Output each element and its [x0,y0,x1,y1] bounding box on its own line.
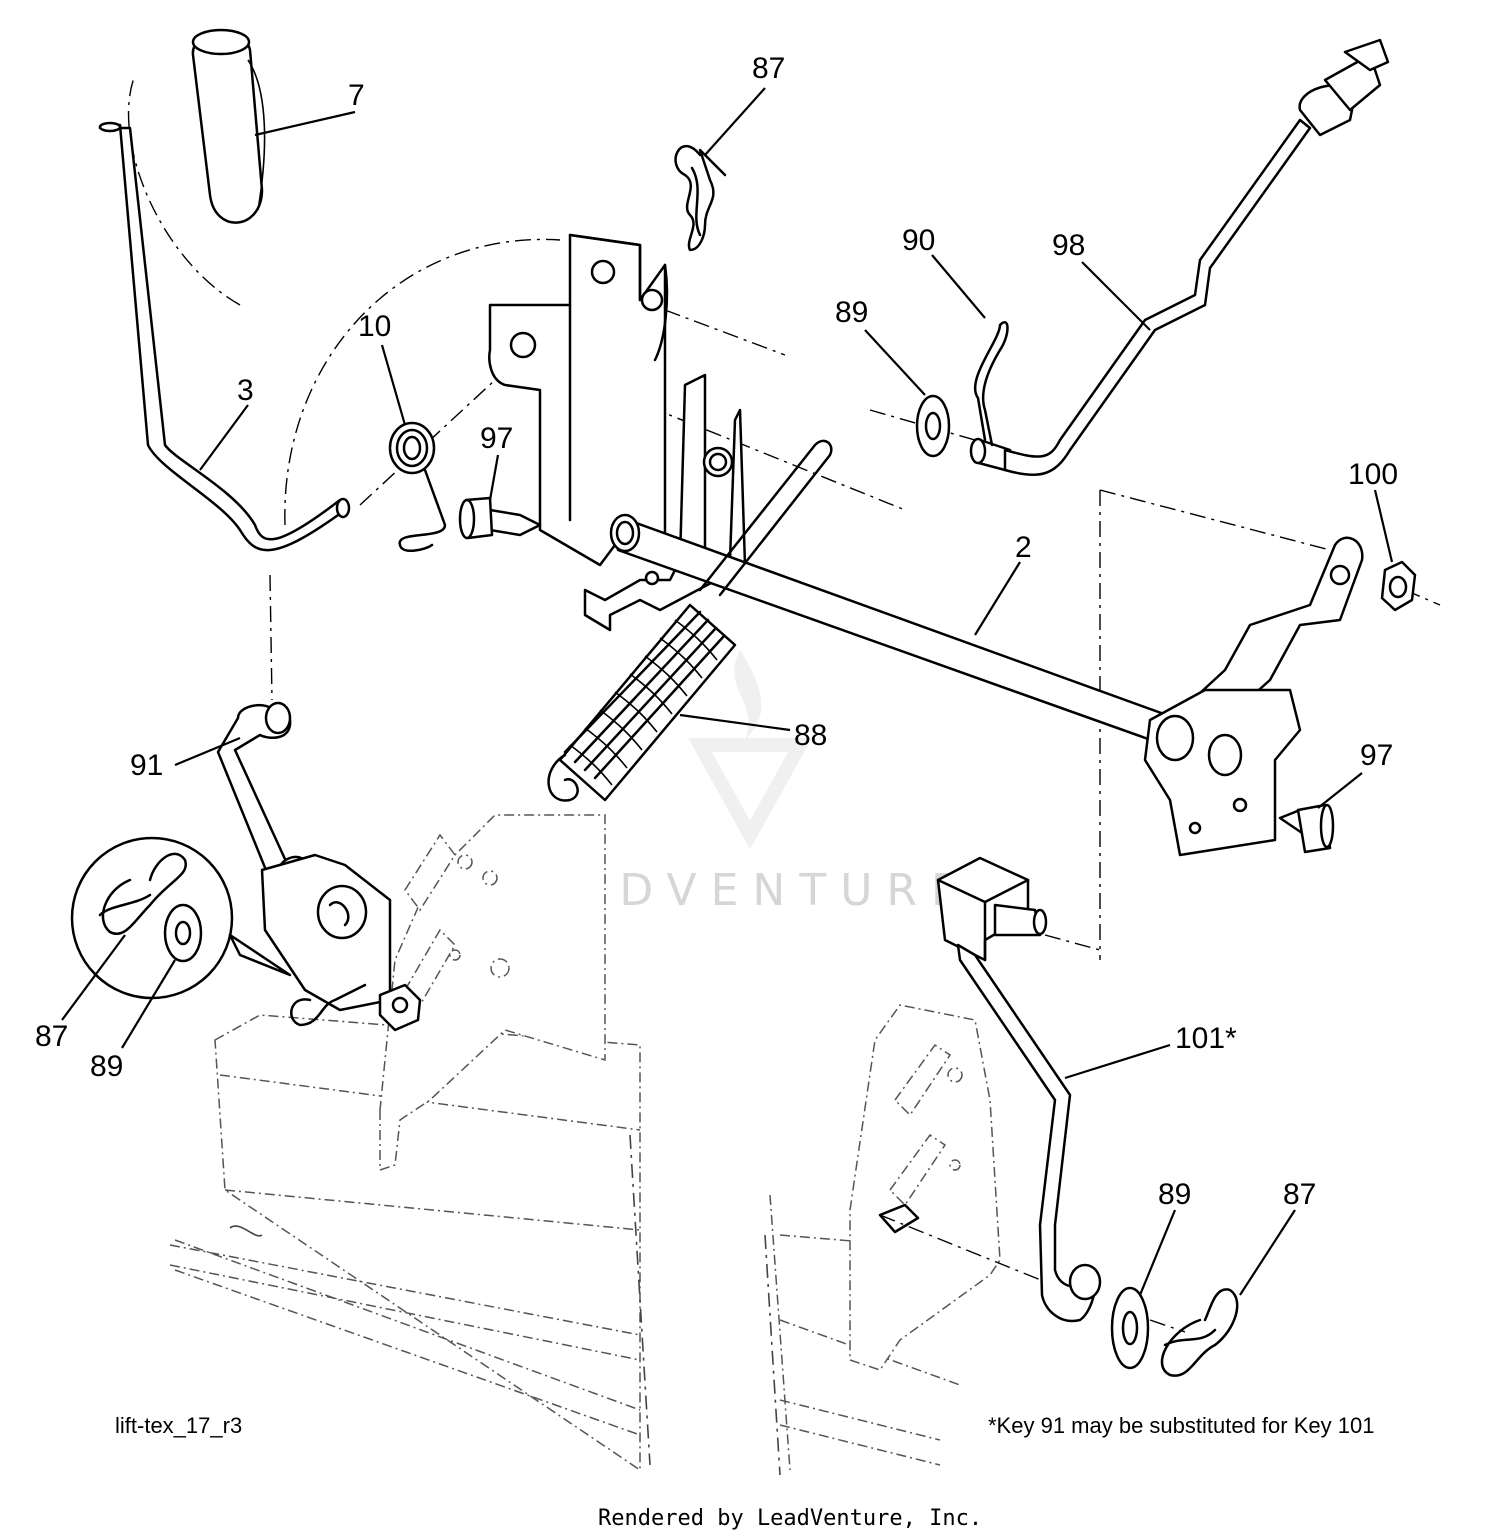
lift-link-right [936,856,1102,1323]
callout-89-a: 89 [835,296,868,329]
callout-100: 100 [1348,458,1398,491]
torsion-spring [388,421,447,552]
callout-3: 3 [237,374,254,407]
callout-10: 10 [358,310,391,343]
leader-lines [61,87,1394,1296]
diagram-code: lift-tex_17_r3 [115,1413,242,1438]
callout-89-c: 89 [1158,1178,1191,1211]
callout-101: 101* [1175,1022,1237,1055]
deck-pin-right [878,1203,920,1234]
hair-pin-clip-87-lower [1160,1288,1239,1377]
detail-inset [70,836,292,1000]
nut-100 [1380,560,1417,612]
callout-98: 98 [1052,229,1085,262]
lift-link-left [216,701,422,1032]
footer-credit: Rendered by LeadVenture, Inc. [598,1506,982,1531]
lift-handle-rod [98,121,351,552]
callout-97-b: 97 [1360,739,1393,772]
watermark-logo [688,650,812,850]
bolt-upper [458,496,542,540]
callout-91: 91 [130,749,163,782]
hair-pin-clip-87-upper [674,145,727,252]
deck-ghost-right [764,1004,1001,1476]
deck-ghost-left [169,1014,651,1472]
substitution-note: *Key 91 may be substituted for Key 101 [988,1413,1374,1438]
washer-89-upper [915,394,951,458]
callout-87-c: 87 [1283,1178,1316,1211]
washer-89-lower [1110,1286,1150,1370]
handle-grip [191,28,266,224]
callout-90: 90 [902,224,935,257]
lift-arm-right [1143,536,1364,857]
callout-88: 88 [794,719,827,752]
callout-87-b: 87 [35,1020,68,1053]
lift-link-rod [969,38,1390,477]
callout-2: 2 [1015,531,1032,564]
callout-89-b: 89 [90,1050,123,1083]
callout-7: 7 [348,79,365,112]
bolt-lower [1278,803,1335,854]
extension-spring [547,603,737,802]
hair-pin-clip-90 [974,321,1009,447]
callout-87-a: 87 [752,52,785,85]
callout-97-a: 97 [480,422,513,455]
